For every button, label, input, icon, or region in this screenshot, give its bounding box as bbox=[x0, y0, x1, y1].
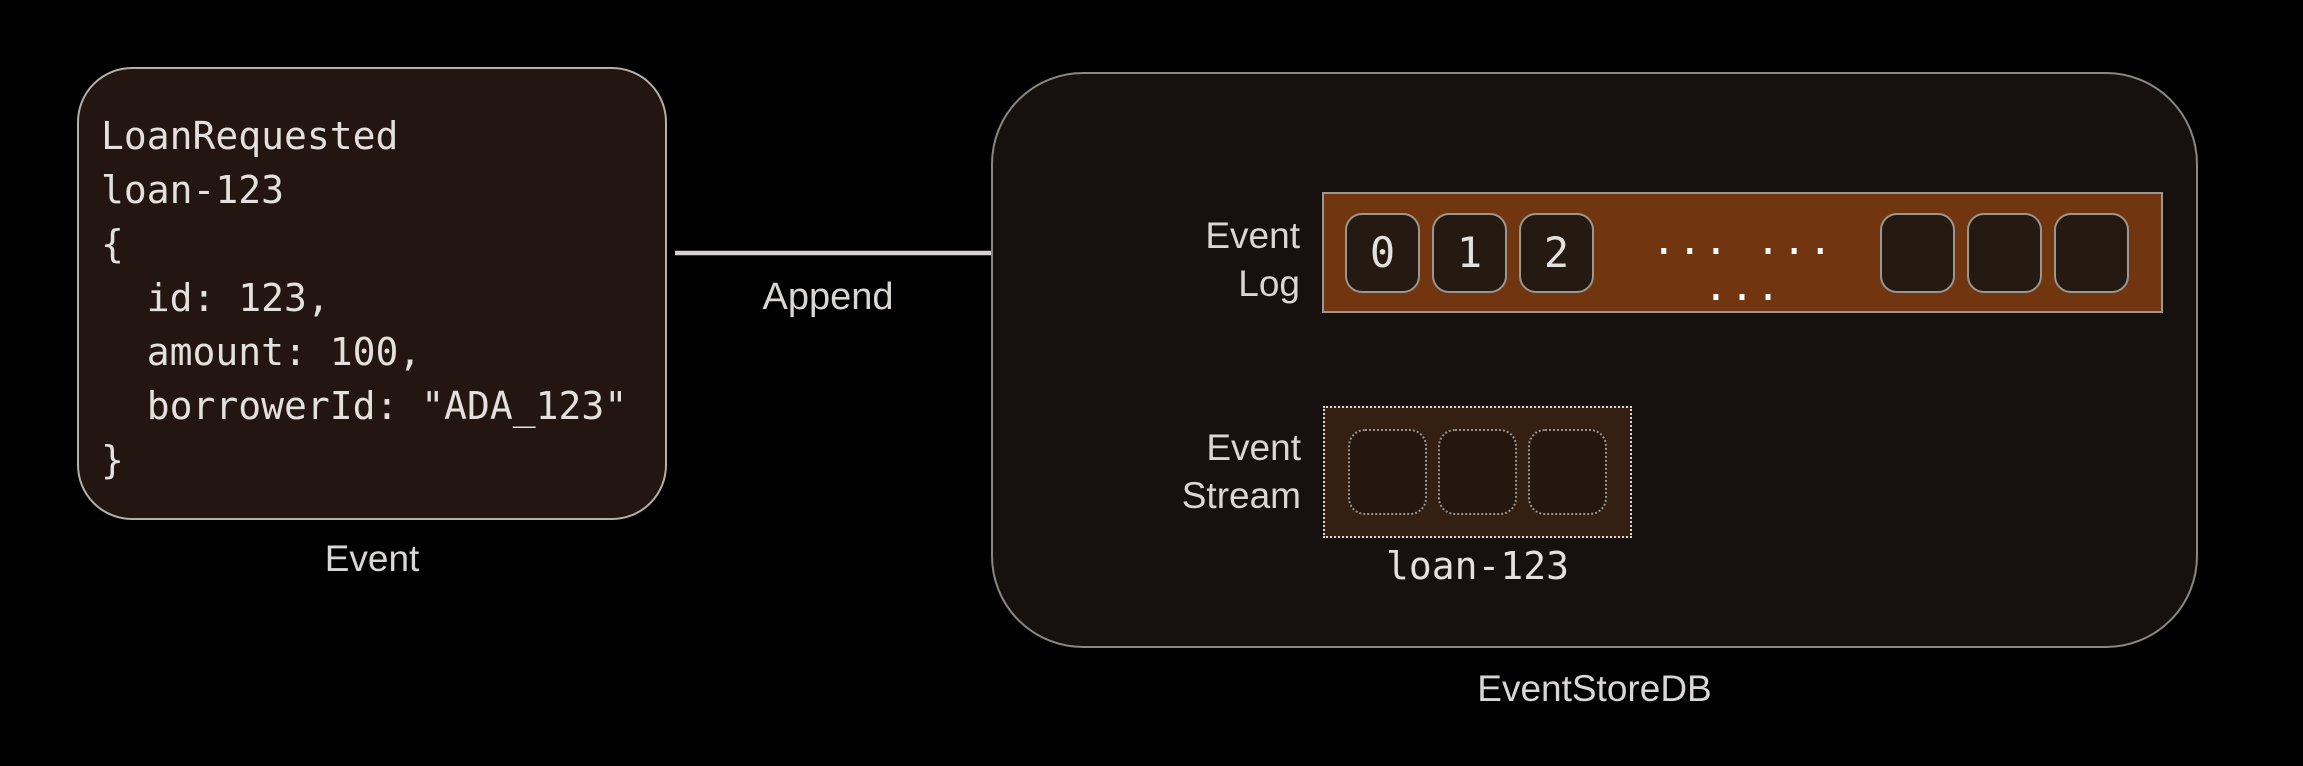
event-log-cell-2: 2 bbox=[1519, 212, 1594, 293]
stream-name-caption: loan-123 bbox=[1385, 544, 1570, 588]
event-log-empty-cell bbox=[1880, 212, 1955, 293]
event-stream-empty-cell bbox=[1438, 429, 1517, 515]
event-log-empty-cell bbox=[2054, 212, 2129, 293]
eventstoredb-caption: EventStoreDB bbox=[1477, 668, 1712, 709]
append-label: Append bbox=[762, 276, 894, 318]
eventstoredb-container bbox=[991, 72, 2198, 648]
event-stream-box bbox=[1323, 406, 1632, 538]
event-log-label: Event Log bbox=[1205, 215, 1300, 304]
event-code: LoanRequested loan-123 { id: 123, amount… bbox=[101, 114, 628, 482]
event-stream-label: Event Stream bbox=[1181, 427, 1301, 516]
event-card: LoanRequested loan-123 { id: 123, amount… bbox=[77, 67, 667, 520]
event-caption: Event bbox=[324, 538, 420, 579]
event-stream-empty-cell bbox=[1348, 429, 1427, 515]
event-log-ellipsis: ... ... ... bbox=[1651, 217, 1835, 310]
event-log-empty-cell bbox=[1967, 212, 2042, 293]
event-stream-empty-cell bbox=[1528, 429, 1607, 515]
event-log-cell-1: 1 bbox=[1432, 212, 1507, 293]
event-log-cell-0: 0 bbox=[1345, 212, 1420, 293]
